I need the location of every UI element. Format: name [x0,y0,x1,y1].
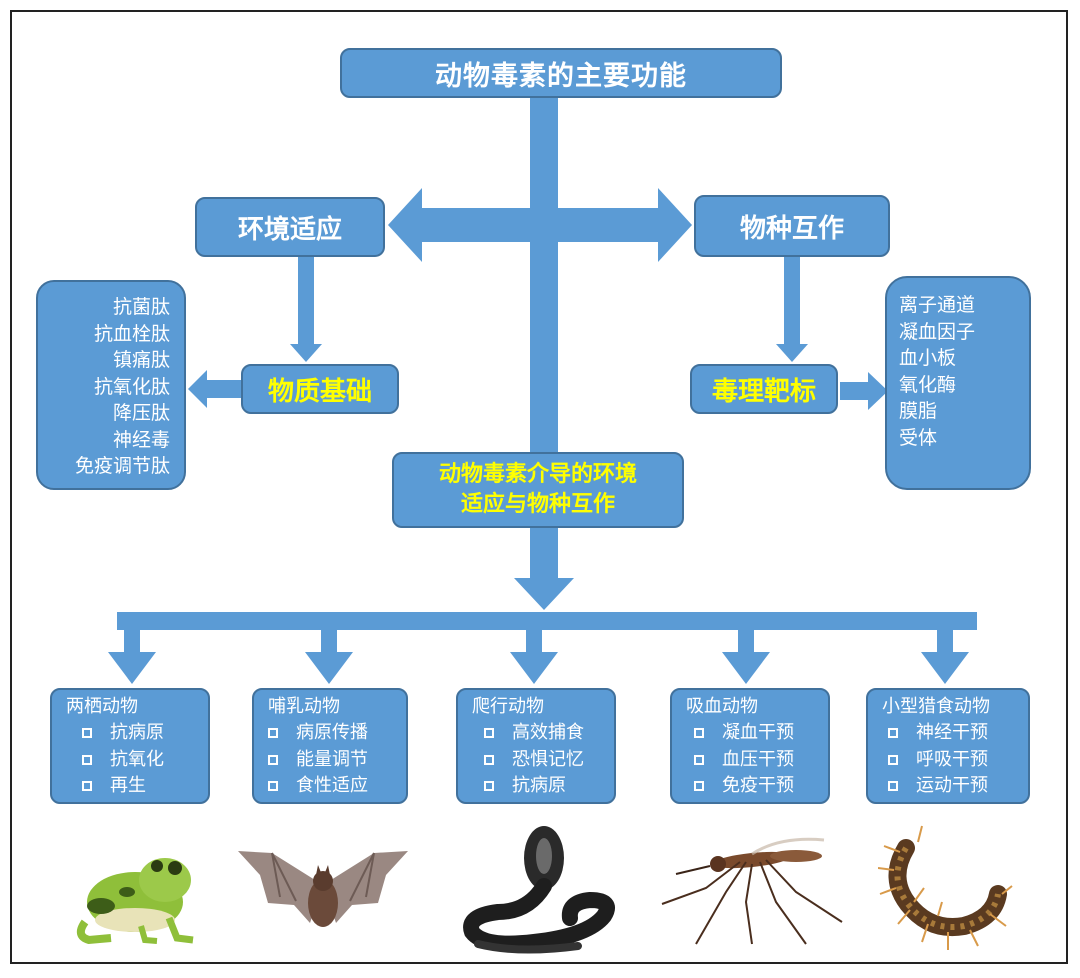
figure-frame [10,10,1068,964]
peptide-list: 抗菌肽 抗血栓肽 镇痛肽 抗氧化肽 降压肽 神经毒 免疫调节肽 [36,280,186,490]
list-item: 运动干预 [868,773,1028,800]
bat-image [238,851,408,927]
peptide-item: 抗菌肽 [112,296,170,318]
target-item: 膜脂 [899,400,938,422]
right-down-head [776,344,808,362]
peptide-item: 免疫调节肽 [74,455,170,477]
animal-name: 爬行动物 [472,696,544,717]
animal-name: 小型猎食动物 [882,696,990,717]
target-item: 离子通道 [899,294,976,316]
list-item: 免疫干预 [672,773,828,800]
environment-adaptation-box: 环境适应 [195,197,385,257]
target-list: 离子通道 凝血因子 血小板 氧化酶 膜脂 受体 [885,276,1031,490]
species-interaction-box: 物种互作 [694,195,890,257]
title-box: 动物毒素的主要功能 [340,48,782,98]
list-item: 病原传播 [254,720,406,747]
animal-name: 两栖动物 [66,696,138,717]
list-item: 恐惧记忆 [458,747,614,774]
list-item: 神经干预 [868,720,1028,747]
center-down-arrow [514,578,574,610]
list-item: 抗氧化 [52,747,208,774]
checkbox-icon [888,781,898,792]
list-item: 呼吸干预 [868,747,1028,774]
double-arrow-shaft [420,208,660,242]
checkbox-icon [694,728,704,739]
title-text: 动物毒素的主要功能 [435,60,687,92]
bottom-bus [117,612,977,630]
target-right-head [868,372,888,410]
checkbox-icon [694,781,704,792]
peptide-item: 神经毒 [112,428,170,451]
checkbox-icon [268,781,278,792]
material-basis-label: 物质基础 [267,376,372,407]
peptide-item: 镇痛肽 [112,349,170,371]
target-item: 氧化酶 [899,373,957,396]
list-item: 能量调节 [254,747,406,774]
centipede-image [878,825,1013,950]
checkbox-icon [82,728,92,739]
right-down-shaft [784,256,800,346]
checkbox-icon [268,728,278,739]
basis-left-head [188,370,207,408]
list-item: 高效捕食 [458,720,614,747]
center-line-2: 适应与物种互作 [460,492,615,517]
list-item: 抗病原 [52,720,208,747]
left-down-head [290,344,322,362]
cobra-image [463,826,615,954]
list-item: 血压干预 [672,747,828,774]
checkbox-icon [888,754,898,765]
species-interaction-label: 物种互作 [739,213,844,244]
frog-image [76,858,194,945]
double-arrow-right-head [658,188,692,262]
target-item: 血小板 [899,347,957,369]
center-line-1: 动物毒素介导的环境 [438,462,637,487]
target-item: 受体 [899,426,938,449]
checkbox-icon [484,728,494,739]
animal-box-amphibian: 两栖动物 抗病原 抗氧化 再生 [50,688,210,804]
animal-box-small-predator: 小型猎食动物 神经干预 呼吸干预 运动干预 [866,688,1030,804]
center-to-bus-stem [530,525,558,580]
double-arrow-left-head [388,188,422,262]
toxicology-target-box: 毒理靶标 [690,364,838,414]
list-item: 凝血干预 [672,720,828,747]
environment-adaptation-label: 环境适应 [237,214,342,245]
checkbox-icon [694,754,704,765]
animal-name: 吸血动物 [686,696,758,717]
peptide-item: 抗血栓肽 [93,322,170,345]
list-item: 抗病原 [458,773,614,800]
animal-box-bloodsucker: 吸血动物 凝血干预 血压干预 免疫干预 [670,688,830,804]
peptide-item: 抗氧化肽 [93,375,170,398]
checkbox-icon [484,754,494,765]
peptide-item: 降压肽 [112,402,170,424]
left-down-shaft [298,256,314,346]
center-mediation-box: 动物毒素介导的环境 适应与物种互作 [392,452,684,528]
list-item: 再生 [52,773,208,800]
checkbox-icon [888,728,898,739]
material-basis-box: 物质基础 [241,364,399,414]
target-item: 凝血因子 [899,320,976,343]
target-right-shaft [840,382,870,400]
animal-name: 哺乳动物 [268,696,340,717]
basis-left-shaft [205,380,243,398]
checkbox-icon [268,754,278,765]
main-trunk [530,95,558,455]
toxicology-target-label: 毒理靶标 [711,376,816,407]
checkbox-icon [82,754,92,765]
list-item: 食性适应 [254,773,406,800]
animal-box-mammal: 哺乳动物 病原传播 能量调节 食性适应 [252,688,408,804]
mosquito-image [661,837,843,945]
checkbox-icon [82,781,92,792]
checkbox-icon [484,781,494,792]
animal-box-reptile: 爬行动物 高效捕食 恐惧记忆 抗病原 [456,688,616,804]
